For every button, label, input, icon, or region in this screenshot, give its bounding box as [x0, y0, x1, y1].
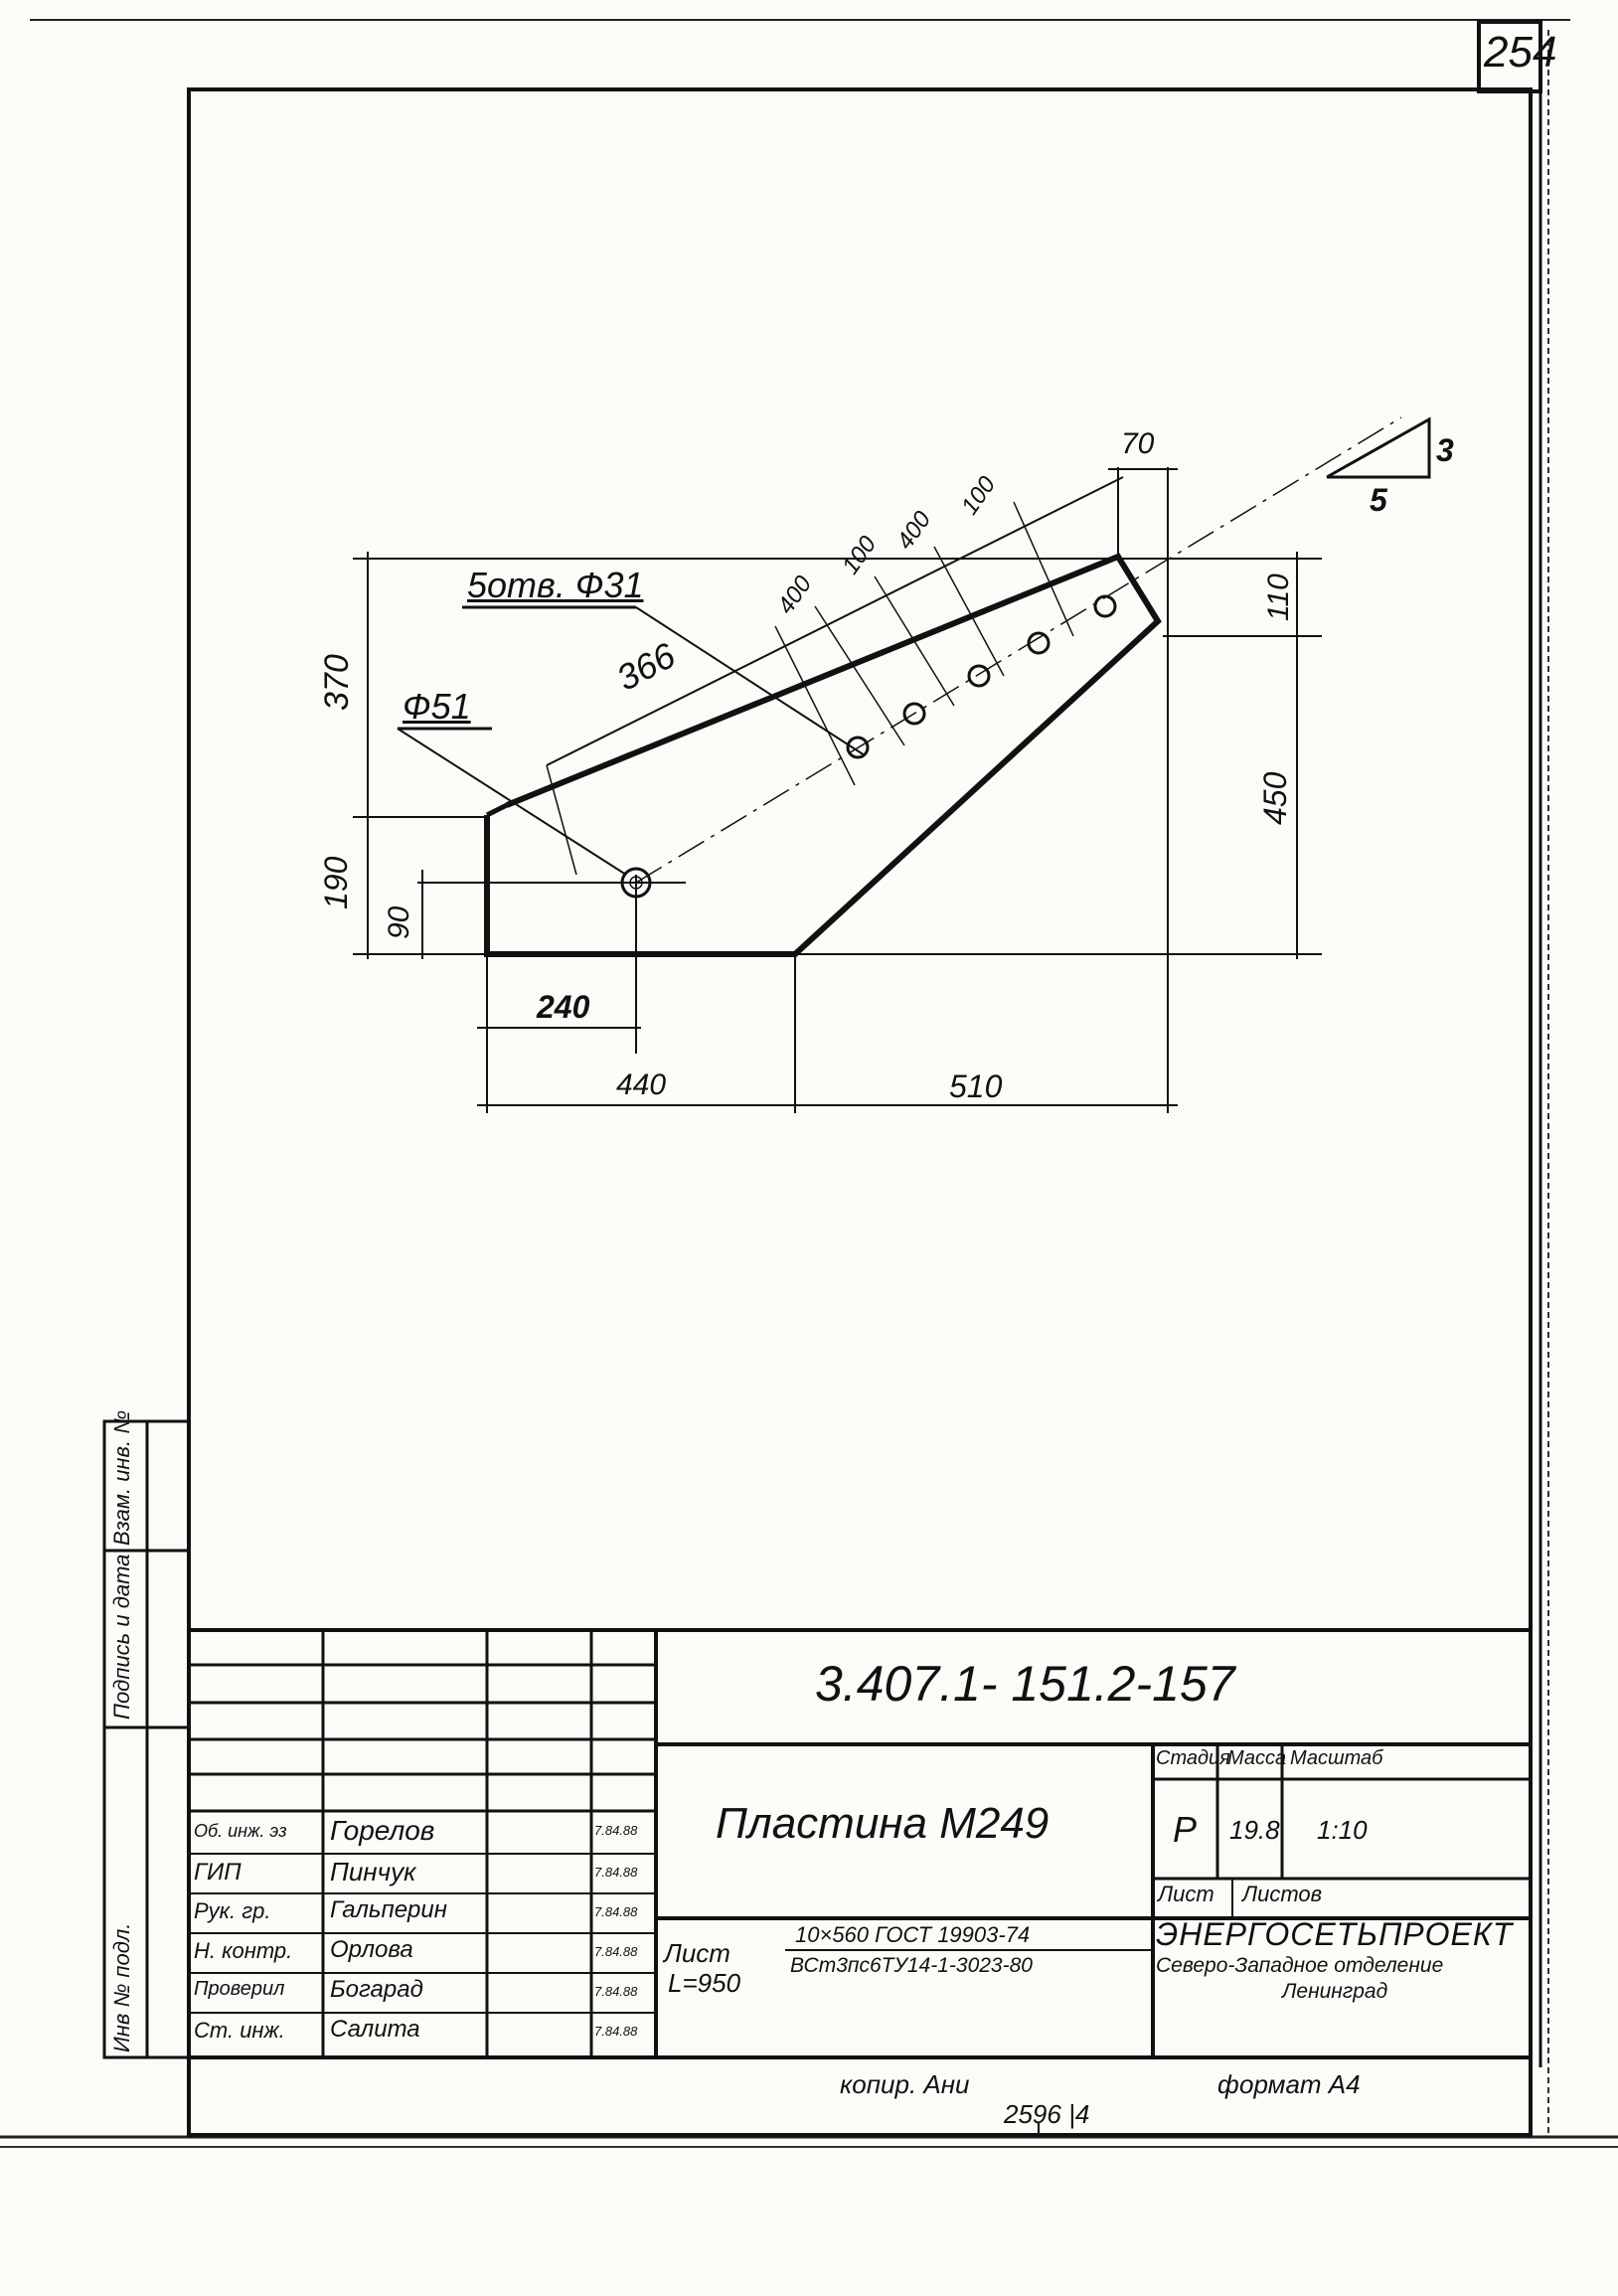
part-name: Пластина М249: [716, 1799, 1050, 1848]
side-stamp-original-inv: Инв № подл.: [109, 1922, 134, 2052]
signature-role: ГИП: [194, 1859, 242, 1886]
org-branch: Северо-Западное отделение: [1156, 1954, 1444, 1977]
bottom-left-label: 440: [616, 1068, 667, 1101]
scale-value: 1:10: [1317, 1815, 1368, 1845]
bottom-right-label: 510: [949, 1068, 1003, 1104]
format-label: формат А4: [1217, 2069, 1361, 2099]
org-name: ЭНЕРГОСЕТЬПРОЕКТ: [1156, 1916, 1514, 1952]
signature-date: 7.84.88: [594, 1823, 638, 1838]
stage-label: Стадия: [1156, 1747, 1230, 1769]
sheet-label: Лист: [1158, 1882, 1214, 1906]
document-designation: 3.407.1- 151.2-157: [815, 1656, 1235, 1712]
signature-date: 7.84.88: [594, 2024, 638, 2039]
right-height-label: 450: [1257, 771, 1293, 825]
mass-value: 19.8: [1229, 1815, 1280, 1845]
signature-name: Богарад: [330, 1976, 423, 2003]
stage-value: Р: [1173, 1809, 1198, 1850]
blank-length: L=950: [668, 1968, 741, 1998]
material-top: 10×560 ГОСТ 19903-74: [795, 1922, 1031, 1947]
signature-name: Салита: [330, 2016, 420, 2043]
signature-date: 7.84.88: [594, 1904, 638, 1919]
signature-name: Горелов: [330, 1815, 435, 1846]
slope-run-label: 5: [1370, 482, 1387, 518]
bottom-stamp: 2596 |4: [1004, 2099, 1090, 2129]
holes-note: 5отв. Ф31: [467, 565, 644, 605]
scale-label: Масштаб: [1290, 1747, 1383, 1769]
signature-role: Проверил: [194, 1978, 285, 2000]
top-offset-label: 70: [1121, 427, 1155, 460]
signature-date: 7.84.88: [594, 1984, 638, 1999]
hole-height-label: 90: [383, 905, 415, 939]
left-low-label: 190: [318, 856, 354, 909]
hole-x-label: 240: [537, 989, 590, 1025]
signature-role: Об. инж. эз: [194, 1821, 287, 1841]
copied-by: копир. Ани: [840, 2069, 970, 2099]
signature-name: Пинчук: [330, 1857, 416, 1886]
signature-role: Ст. инж.: [194, 2018, 285, 2043]
big-hole-label: Ф51: [403, 686, 471, 727]
right-top-label: 110: [1262, 574, 1295, 621]
mass-label: Масса: [1227, 1747, 1287, 1769]
signature-role: Рук. гр.: [194, 1898, 271, 1923]
signature-name: Орлова: [330, 1936, 413, 1963]
side-stamp-replacement: Взам. инв. №: [109, 1409, 134, 1546]
side-stamp-signature-date: Подпись и дата: [109, 1554, 134, 1720]
left-height-label: 370: [318, 654, 356, 711]
sheets-label: Листов: [1242, 1882, 1323, 1906]
org-city: Ленинград: [1282, 1980, 1388, 2003]
slope-rise-label: 3: [1436, 432, 1454, 468]
page-number: 254: [1484, 28, 1557, 77]
signature-date: 7.84.88: [594, 1865, 638, 1880]
signature-name: Гальперин: [330, 1896, 447, 1923]
material-bottom: ВСт3пс6ТУ14-1-3023-80: [790, 1954, 1033, 1977]
signature-role: Н. контр.: [194, 1938, 293, 1963]
signature-date: 7.84.88: [594, 1944, 638, 1959]
blank-label: Лист: [664, 1938, 730, 1968]
